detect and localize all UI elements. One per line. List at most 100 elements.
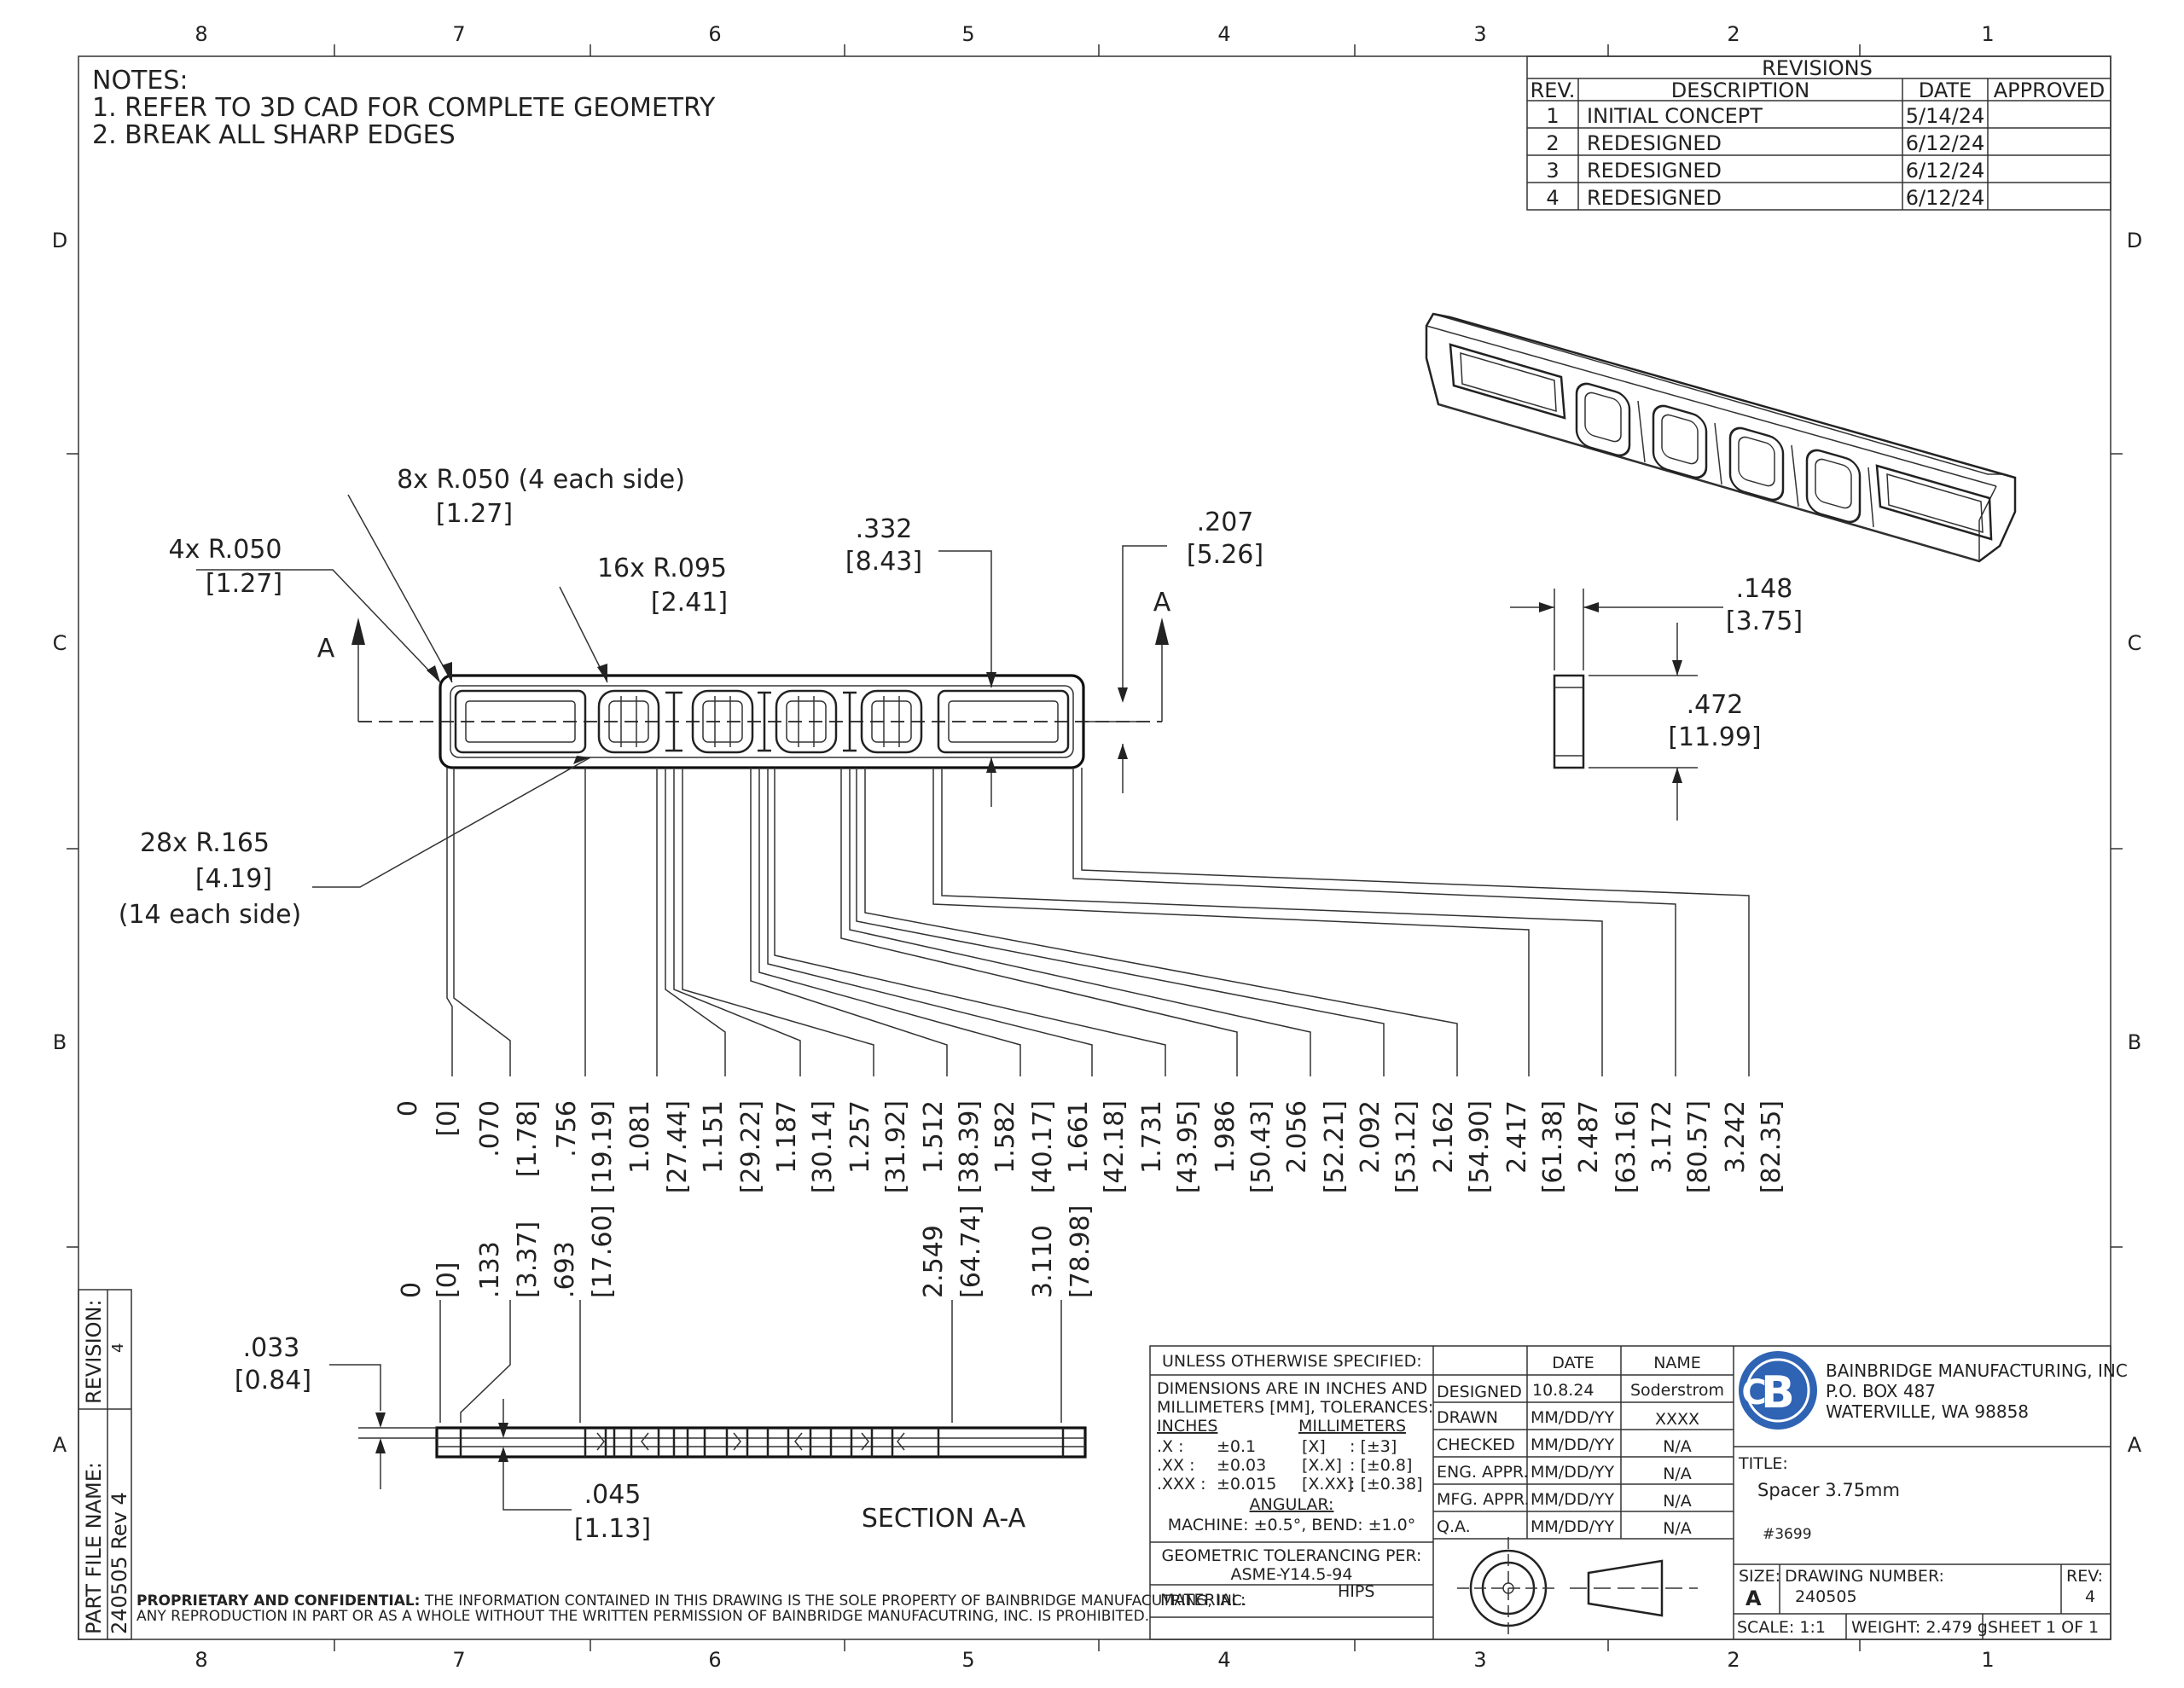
tolerance-cell: .XXX : bbox=[1157, 1475, 1206, 1494]
rev-cell: REDESIGNED bbox=[1587, 131, 1722, 155]
ordinate-label: [0] bbox=[433, 1100, 462, 1137]
callout-207-mm: [5.26] bbox=[1187, 540, 1263, 570]
rev-cell: REDESIGNED bbox=[1587, 159, 1722, 183]
weight: WEIGHT: 2.479 g bbox=[1851, 1618, 1988, 1637]
ordinate-label: 2.417 bbox=[1502, 1100, 1532, 1174]
callout-r095: 16x R.095 bbox=[597, 554, 727, 583]
size-value: A bbox=[1745, 1586, 1762, 1610]
ordinate-label: [53.12] bbox=[1391, 1100, 1421, 1193]
callout-207: .207 bbox=[1197, 508, 1254, 537]
section-title: SECTION A-A bbox=[862, 1504, 1026, 1534]
revision-value: 4 bbox=[109, 1343, 127, 1353]
side-revision-block: REVISION: 4 PART FILE NAME: 240505 Rev 4 bbox=[78, 1289, 132, 1640]
company-logo: B C bbox=[1739, 1351, 1817, 1430]
material-label: MATERIAL: bbox=[1160, 1591, 1246, 1610]
ordinate-label: [27.44] bbox=[663, 1100, 693, 1193]
tolerance-cell: ±0.1 bbox=[1217, 1437, 1256, 1456]
section-ordinate-label: [3.37] bbox=[513, 1221, 543, 1298]
approval-role: ENG. APPR. bbox=[1437, 1463, 1529, 1482]
revisions-table: REVISIONS REV. DESCRIPTION DATE APPROVED… bbox=[1526, 55, 2111, 211]
section-ordinate-label: 0 bbox=[397, 1282, 427, 1298]
section-ordinate-label: 2.549 bbox=[919, 1225, 949, 1298]
zone-row-label: C bbox=[53, 631, 67, 655]
notes-heading: NOTES: bbox=[92, 66, 189, 96]
ordinate-label: 2.092 bbox=[1356, 1100, 1385, 1174]
ordinate-label: 2.487 bbox=[1574, 1100, 1604, 1174]
company-block: B C BAINBRIDGE MANUFACTURING, INC P.O. B… bbox=[1739, 1351, 2128, 1430]
zone-col-label: 8 bbox=[195, 1648, 207, 1672]
approval-name: N/A bbox=[1663, 1492, 1692, 1511]
tolerance-cell: .XX : bbox=[1157, 1456, 1195, 1475]
rev-cell: 2 bbox=[1546, 131, 1559, 155]
dim-033: .033 bbox=[243, 1333, 300, 1363]
tolerance-mm-header: MILLIMETERS bbox=[1298, 1417, 1406, 1436]
proprietary-label: PROPRIETARY AND CONFIDENTIAL: bbox=[136, 1592, 420, 1610]
section-a-a-view: 0 [0] .133 [3.37] .693 [17.60] 2.549 [64… bbox=[235, 1205, 1095, 1544]
title-label: TITLE: bbox=[1738, 1454, 1788, 1473]
svg-text:B: B bbox=[1761, 1367, 1795, 1418]
callout-r095-mm: [2.41] bbox=[651, 588, 728, 618]
dim-033-mm: [0.84] bbox=[235, 1366, 311, 1395]
top-view: A A 8x R.050 (4 each side) [1.27] 4x bbox=[119, 465, 1263, 930]
file-name-value: 240505 Rev 4 bbox=[107, 1492, 131, 1634]
zone-col-label: 6 bbox=[708, 22, 721, 46]
ordinate-label: 1.986 bbox=[1211, 1100, 1240, 1174]
rev-cell: 6/12/24 bbox=[1906, 159, 1985, 183]
file-name-label: PART FILE NAME: bbox=[82, 1462, 106, 1634]
section-ordinate-label: 3.110 bbox=[1028, 1225, 1058, 1298]
zone-row-label: D bbox=[52, 229, 67, 252]
part-number: #3699 bbox=[1763, 1526, 1812, 1543]
approval-date: MM/DD/YY bbox=[1531, 1408, 1614, 1427]
zone-col-label: 7 bbox=[452, 22, 465, 46]
third-angle-projection-icon bbox=[1457, 1537, 1698, 1639]
tolerance-machine: MACHINE: ±0.5°, BEND: ±1.0° bbox=[1168, 1516, 1416, 1534]
zone-col-label: 1 bbox=[1981, 1648, 1994, 1672]
ordinate-label: [1.78] bbox=[513, 1100, 543, 1177]
callout-r050-4x: 4x R.050 bbox=[169, 535, 282, 565]
rev-cell: 1 bbox=[1546, 104, 1559, 128]
tolerance-cell: : [±3] bbox=[1350, 1437, 1397, 1456]
ordinate-label: .070 bbox=[475, 1100, 505, 1157]
ordinate-label: 1.731 bbox=[1137, 1100, 1167, 1174]
revision-label: REVISION: bbox=[82, 1299, 106, 1404]
approval-name: Soderstrom bbox=[1630, 1381, 1724, 1400]
approval-role: Q.A. bbox=[1437, 1517, 1471, 1536]
ordinate-label: [29.22] bbox=[736, 1100, 766, 1193]
approval-role: MFG. APPR. bbox=[1437, 1490, 1530, 1509]
rev-header: DATE bbox=[1919, 78, 1972, 102]
zone-col-label: 3 bbox=[1473, 1648, 1486, 1672]
ordinate-label: [61.38] bbox=[1538, 1100, 1568, 1193]
callout-r050-4x-mm: [1.27] bbox=[206, 569, 282, 599]
ordinate-leaders bbox=[446, 768, 1750, 1076]
ordinate-label: [38.39] bbox=[955, 1100, 985, 1193]
approval-date: MM/DD/YY bbox=[1531, 1490, 1614, 1509]
zone-row-label: C bbox=[2128, 631, 2142, 655]
ordinate-label: [43.95] bbox=[1173, 1100, 1203, 1193]
section-ordinate-label: [17.60] bbox=[588, 1205, 618, 1298]
dim-045-mm: [1.13] bbox=[574, 1514, 651, 1544]
approval-name: N/A bbox=[1663, 1437, 1692, 1456]
zone-col-label: 3 bbox=[1473, 22, 1486, 46]
callout-332: .332 bbox=[856, 514, 913, 544]
size-label: SIZE: bbox=[1739, 1567, 1780, 1586]
approval-role: CHECKED bbox=[1437, 1436, 1515, 1454]
ordinate-label: 3.242 bbox=[1721, 1100, 1751, 1174]
ordinate-label: 1.582 bbox=[990, 1100, 1020, 1174]
approval-header: DATE bbox=[1552, 1354, 1594, 1372]
ordinate-label: 0 bbox=[393, 1100, 423, 1117]
ordinate-label: 1.151 bbox=[699, 1100, 729, 1174]
company-name: BAINBRIDGE MANUFACTURING, INC bbox=[1826, 1360, 2128, 1381]
zone-row-label: B bbox=[2128, 1030, 2141, 1054]
ordinate-label: 3.172 bbox=[1647, 1100, 1677, 1174]
rev-cell: 3 bbox=[1546, 159, 1559, 183]
tolerance-line: MILLIMETERS [MM], TOLERANCES: bbox=[1157, 1398, 1433, 1417]
ordinate-label: 2.056 bbox=[1282, 1100, 1312, 1174]
rev-header: DESCRIPTION bbox=[1671, 78, 1809, 102]
callout-r165: 28x R.165 bbox=[140, 828, 270, 858]
ordinate-label: 1.661 bbox=[1064, 1100, 1094, 1174]
proprietary-line1: THE INFORMATION CONTAINED IN THIS DRAWIN… bbox=[420, 1592, 1246, 1610]
ordinate-label: [52.21] bbox=[1320, 1100, 1350, 1193]
tolerance-cell: [X.X] bbox=[1302, 1456, 1342, 1475]
revisions-title: REVISIONS bbox=[1762, 56, 1873, 80]
zone-row-label: B bbox=[53, 1030, 67, 1054]
